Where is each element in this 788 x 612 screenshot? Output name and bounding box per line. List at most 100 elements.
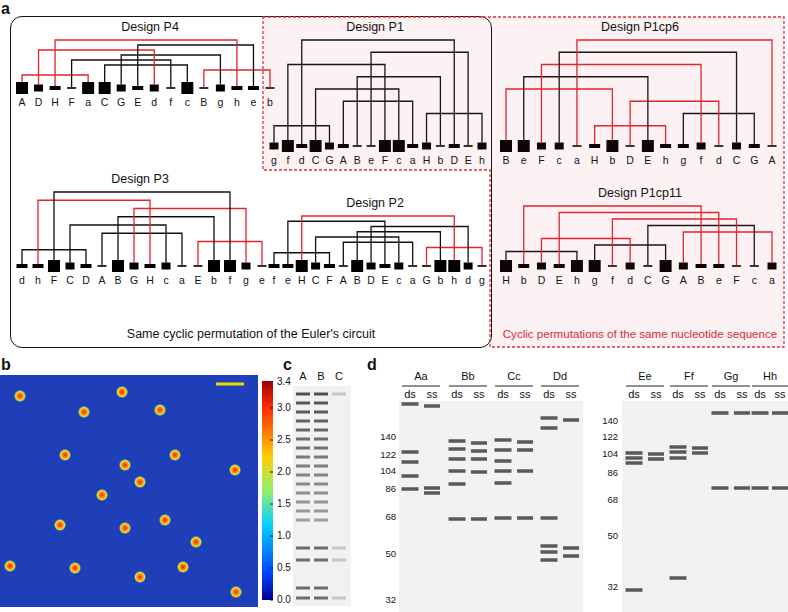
particle [119,522,131,534]
gel-band [734,486,750,490]
sequence-letter: f [273,274,276,286]
region-border [263,17,784,347]
sequence-letter: G [750,154,758,166]
group-region: Cyclic permutations of the same nucleoti… [262,16,785,348]
design-title: Design P1 [346,20,404,34]
colorbar-tick: 2.5 [277,434,291,446]
sequence-letter: B [354,274,361,286]
particle [230,586,242,598]
size-marker: 104 [602,449,618,460]
sequence-letter: b [211,274,217,286]
gel-band [471,457,487,461]
strand-label: ds [497,388,509,401]
particle [119,459,131,471]
sequence-letter: G [325,154,333,166]
sequence-letter: a [574,154,580,166]
gel-band [314,393,328,396]
gel-band [772,411,788,415]
sequence-letter: c [185,96,190,108]
gel-band [563,546,579,550]
particle [169,449,181,461]
gel-band [692,451,708,455]
gel-band [314,456,328,459]
gel-band [314,519,328,522]
lane-label: B [317,370,324,383]
strand-label: ds [754,388,766,401]
colorbar-tick-mark [270,504,273,505]
size-marker: 32 [385,595,396,606]
sequence-letter: D [538,274,546,286]
sequence-letter: a [769,274,775,286]
sequence-glyph [478,265,487,267]
gel-band [495,459,512,463]
gel-band [314,483,328,486]
pairing-arc [102,233,182,265]
sequence-glyph [367,263,376,270]
gel [622,401,788,612]
sample-label: Cc [507,370,520,383]
sequence-letter: D [82,274,90,286]
gel-band [626,588,643,592]
gel-band [332,393,346,396]
sequence-glyph [339,265,348,267]
gel-band [296,547,310,550]
pairing-arc [55,40,237,86]
sequence-letter: F [68,96,74,108]
pairing-arc [38,200,150,264]
sequence-glyph [231,86,242,90]
size-marker: 122 [602,432,618,443]
sequence-letter: a [410,274,416,286]
sequence-glyph [112,260,124,272]
sequence-letter: G [130,274,138,286]
sequence-letter: H [591,154,599,166]
sequence-letter: A [340,154,347,166]
sequence-letter: B [502,154,509,166]
sequence-letter: C [312,154,320,166]
colorbar-tick-mark [270,408,273,409]
sample-label: Ff [684,370,694,383]
strand-label: ss [427,388,438,401]
sequence-letter: C [644,274,652,286]
sequence-letter: g [217,96,223,108]
gel-band [495,448,512,452]
gel-band [296,438,310,441]
sequence-letter: f [286,154,289,166]
sequence-glyph [351,260,363,272]
gel-band [495,438,512,442]
gel-band [314,465,328,468]
particle [190,536,202,548]
sequence-letter: B [698,274,705,286]
gel-band [541,550,558,554]
sequence-letter: a [179,274,185,286]
pairing-arc [39,50,155,85]
gel-band [692,446,708,450]
sequence-glyph [408,265,417,267]
sample-label: Gg [724,370,739,383]
sequence-glyph [242,263,251,270]
design-title: Design P1cp11 [598,186,682,200]
gel-band [626,456,643,460]
sequence-letter: F [538,154,544,166]
sequence-glyph [132,86,143,90]
gel-band [734,411,750,415]
pairing-arc [134,209,246,263]
strand-label: ds [451,388,463,401]
sequence-letter: h [451,274,457,286]
sequence-letter: F [382,154,388,166]
sequence-glyph [99,82,111,94]
gel-band [449,457,466,461]
sequence-letter: G [422,274,430,286]
size-marker: 140 [602,416,618,427]
sequence-letter: A [98,274,105,286]
pairing-arc [118,217,214,260]
sequence-letter: g [680,154,686,166]
sequence-letter: F [733,274,739,286]
sequence-glyph [130,263,139,270]
gel-band [517,448,533,452]
gel-band [314,447,328,450]
size-marker: 140 [380,432,396,443]
gel-band [670,445,687,449]
sequence-glyph [258,265,267,267]
gel-band [332,597,346,600]
sequence-letter: e [521,154,527,166]
